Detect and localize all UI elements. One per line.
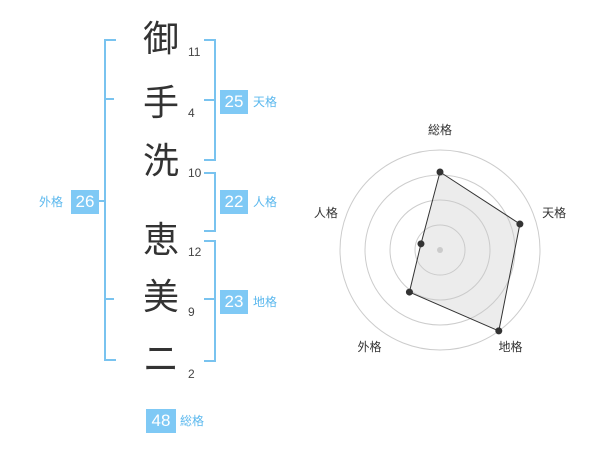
radar-axis-label: 人格 <box>314 205 338 220</box>
radar-series-area <box>408 171 521 332</box>
radar-point <box>405 288 413 296</box>
radar-axis-label: 総格 <box>428 122 452 137</box>
stroke-count: 2 <box>188 367 195 381</box>
jinkaku-value: 22 <box>220 190 248 214</box>
radar-ring <box>389 199 491 301</box>
gaikaku-value: 26 <box>71 190 99 214</box>
radar-axis-label: 地格 <box>499 339 523 354</box>
name-char: 洗 <box>142 141 179 182</box>
name-char: 恵 <box>142 220 179 261</box>
name-char: 美 <box>142 277 179 318</box>
gaikaku-bracket-tick <box>104 298 114 300</box>
radar-axis-label: 天格 <box>542 205 566 220</box>
chikaku-value: 23 <box>220 290 248 314</box>
jinkaku-bracket <box>204 172 216 232</box>
radar-ring <box>414 224 466 276</box>
radar-axis-label: 外格 <box>357 339 381 354</box>
gaikaku-bracket-connector <box>98 200 106 202</box>
jinkaku-label: 人格 <box>253 195 278 209</box>
name-char: 御 <box>142 19 179 60</box>
stroke-count: 10 <box>188 166 202 180</box>
name-char: 手 <box>142 83 179 124</box>
gaikaku-label: 外格 <box>39 195 64 209</box>
radar-point <box>516 220 524 228</box>
radar-ring <box>339 149 541 351</box>
radar-point <box>417 240 425 248</box>
tenkaku-label: 天格 <box>253 95 278 109</box>
stroke-count: 11 <box>188 45 201 59</box>
chikaku-bracket <box>204 240 216 362</box>
radar-center-dot <box>437 247 443 253</box>
tenkaku-bracket-tick <box>204 99 214 101</box>
tenkaku-bracket <box>204 39 216 161</box>
radar-point <box>495 327 503 335</box>
chikaku-label: 地格 <box>253 295 278 309</box>
chikaku-bracket-tick <box>204 298 214 300</box>
soukaku-value: 48 <box>146 409 176 433</box>
soukaku-label: 総格 <box>180 414 205 428</box>
tenkaku-value: 25 <box>220 90 248 114</box>
radar-point <box>436 168 444 176</box>
stroke-count: 4 <box>188 106 195 120</box>
name-char: ニ <box>142 339 179 380</box>
gaikaku-bracket-tick <box>104 98 114 100</box>
stroke-count: 9 <box>188 305 195 319</box>
stroke-count: 12 <box>188 245 202 259</box>
